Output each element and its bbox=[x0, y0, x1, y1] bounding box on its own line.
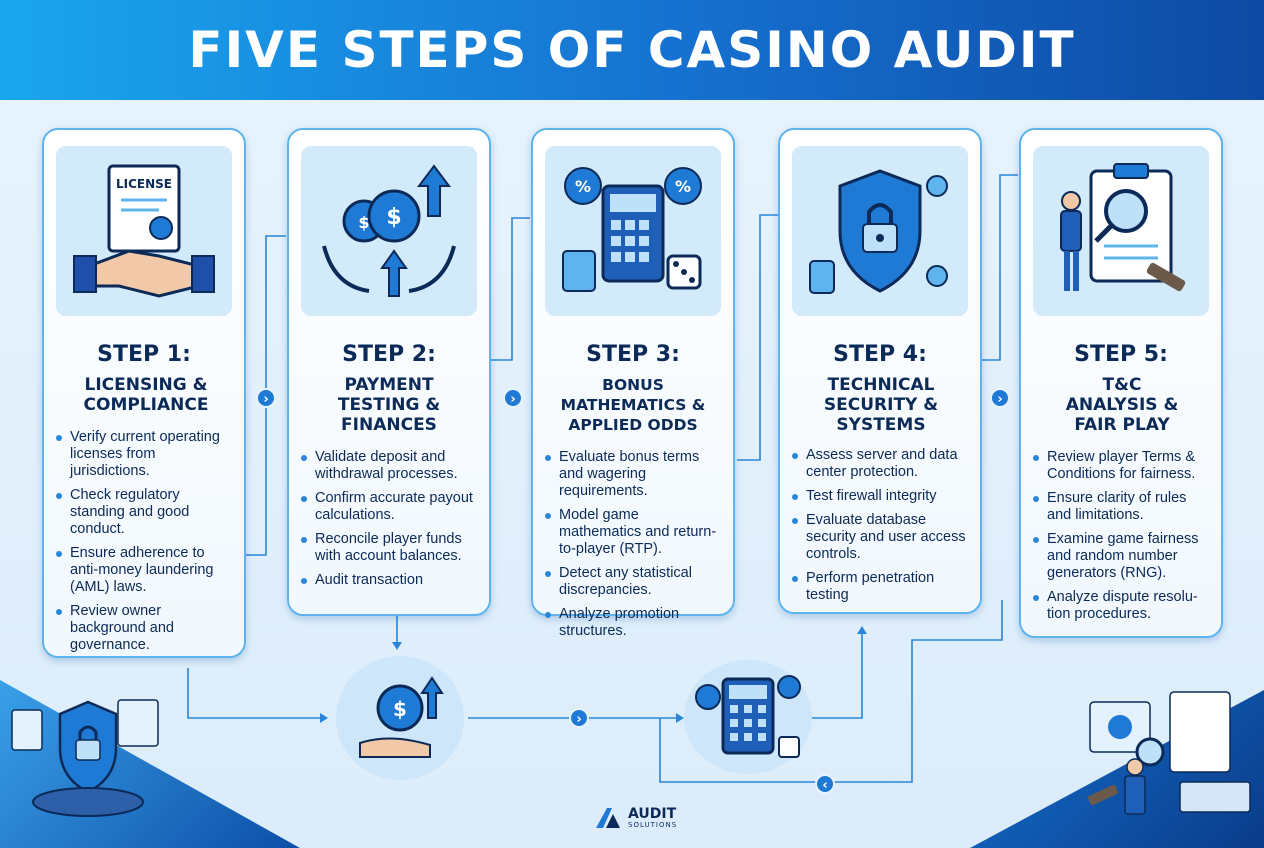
license-label: LICENSE bbox=[116, 177, 172, 191]
bullet-item: Check regulatory standing and good condu… bbox=[56, 487, 232, 538]
step-number: STEP 1: bbox=[97, 342, 191, 367]
svg-text:$: $ bbox=[393, 697, 407, 721]
bullet-item: Analyze dispute resolu- tion procedures. bbox=[1033, 589, 1209, 623]
bullet-list: Verify current operating licenses from j… bbox=[56, 429, 232, 654]
svg-text:$: $ bbox=[386, 205, 401, 230]
next-arrow-icon: › bbox=[256, 388, 276, 408]
security-shield-lock-icon bbox=[792, 146, 968, 316]
bullet-item: Examine game fairness and random number … bbox=[1033, 531, 1209, 582]
logo-name: AUDIT bbox=[628, 806, 677, 822]
calculator-dice-icon bbox=[684, 660, 812, 774]
step-title: TECHNICAL SECURITY & SYSTEMS bbox=[823, 375, 939, 435]
logo-mark-icon bbox=[596, 808, 620, 828]
clipboard-magnifier-gavel-icon bbox=[1033, 146, 1209, 316]
bullet-item: Analyze promotion structures. bbox=[545, 606, 721, 640]
bullet-item: Assess server and data center protection… bbox=[792, 447, 968, 481]
bullet-item: Evaluate database security and user acce… bbox=[792, 512, 968, 563]
bullet-item: Verify current operating licenses from j… bbox=[56, 429, 232, 480]
step-number: STEP 2: bbox=[342, 342, 436, 367]
page-title: FIVE STEPS OF CASINO AUDIT bbox=[188, 21, 1076, 79]
step-title: LICENSING & COMPLIANCE bbox=[83, 375, 209, 415]
next-arrow-icon: › bbox=[503, 388, 523, 408]
bullet-item: Review owner background and governance. bbox=[56, 603, 232, 654]
next-arrow-icon: › bbox=[990, 388, 1010, 408]
audit-desk-icon bbox=[1080, 682, 1256, 832]
step-title: PAYMENT TESTING & FINANCES bbox=[337, 375, 441, 435]
svg-text:%: % bbox=[675, 177, 691, 196]
step-title: BONUS MATHEMATICS & APPLIED ODDS bbox=[560, 376, 706, 434]
calculator-dice-icon: % % bbox=[545, 146, 721, 316]
svg-text:%: % bbox=[575, 177, 591, 196]
bullet-list: Assess server and data center protection… bbox=[792, 447, 968, 604]
bullet-item: Test firewall integrity bbox=[792, 488, 968, 505]
step-card-4: STEP 4: TECHNICAL SECURITY & SYSTEMS Ass… bbox=[778, 128, 982, 614]
step-card-3: % % STEP 3: BONUS MATHEMATICS & APPLIED … bbox=[531, 128, 735, 639]
bullet-list: Evaluate bonus terms and wagering requir… bbox=[545, 449, 721, 640]
bullet-item: Evaluate bonus terms and wagering requir… bbox=[545, 449, 721, 500]
bullet-item: Detect any statistical discrepancies. bbox=[545, 565, 721, 599]
bullet-item: Review player Terms & Conditions for fai… bbox=[1033, 449, 1209, 483]
svg-text:$: $ bbox=[358, 213, 369, 232]
bullet-item: Perform penetration testing bbox=[792, 570, 968, 604]
money-bag-hand-icon: $ bbox=[336, 656, 464, 780]
bullet-item: Confirm accurate payout calculations. bbox=[301, 490, 477, 524]
bullet-list: Review player Terms & Conditions for fai… bbox=[1033, 449, 1209, 623]
bullet-item: Audit transaction bbox=[301, 572, 477, 589]
step-number: STEP 5: bbox=[1074, 342, 1168, 367]
header-banner: FIVE STEPS OF CASINO AUDIT bbox=[0, 0, 1264, 100]
bullet-item: Ensure clarity of rules and limitations. bbox=[1033, 490, 1209, 524]
next-arrow-icon: › bbox=[569, 708, 589, 728]
audit-solutions-logo: AUDIT SOLUTIONS bbox=[594, 806, 677, 830]
bullet-item: Validate deposit and withdrawal processe… bbox=[301, 449, 477, 483]
money-bags-hands-icon: $ $ bbox=[301, 146, 477, 316]
step-card-1: LICENSE STEP 1: LICENSING & COMPLIANCE V… bbox=[42, 128, 246, 658]
step-number: STEP 4: bbox=[833, 342, 927, 367]
step-number: STEP 3: bbox=[586, 342, 680, 367]
bullet-item: Reconcile player funds with account bala… bbox=[301, 531, 477, 565]
step-card-2: $ $ STEP 2: PAYMENT TESTING & FINANCES V… bbox=[287, 128, 491, 616]
bullet-list: Validate deposit and withdrawal processe… bbox=[301, 449, 477, 589]
bullet-item: Model game mathematics and return-to-pla… bbox=[545, 507, 721, 558]
bullet-item: Ensure adherence to anti-money launderin… bbox=[56, 545, 232, 596]
license-handshake-icon: LICENSE bbox=[56, 146, 232, 316]
step-title: T&C ANALYSIS & FAIR PLAY bbox=[1065, 375, 1179, 435]
back-arrow-icon: ‹ bbox=[815, 774, 835, 794]
logo-subtitle: SOLUTIONS bbox=[628, 821, 678, 829]
step-card-5: STEP 5: T&C ANALYSIS & FAIR PLAY Review … bbox=[1019, 128, 1223, 638]
security-laptop-icon bbox=[8, 690, 168, 830]
